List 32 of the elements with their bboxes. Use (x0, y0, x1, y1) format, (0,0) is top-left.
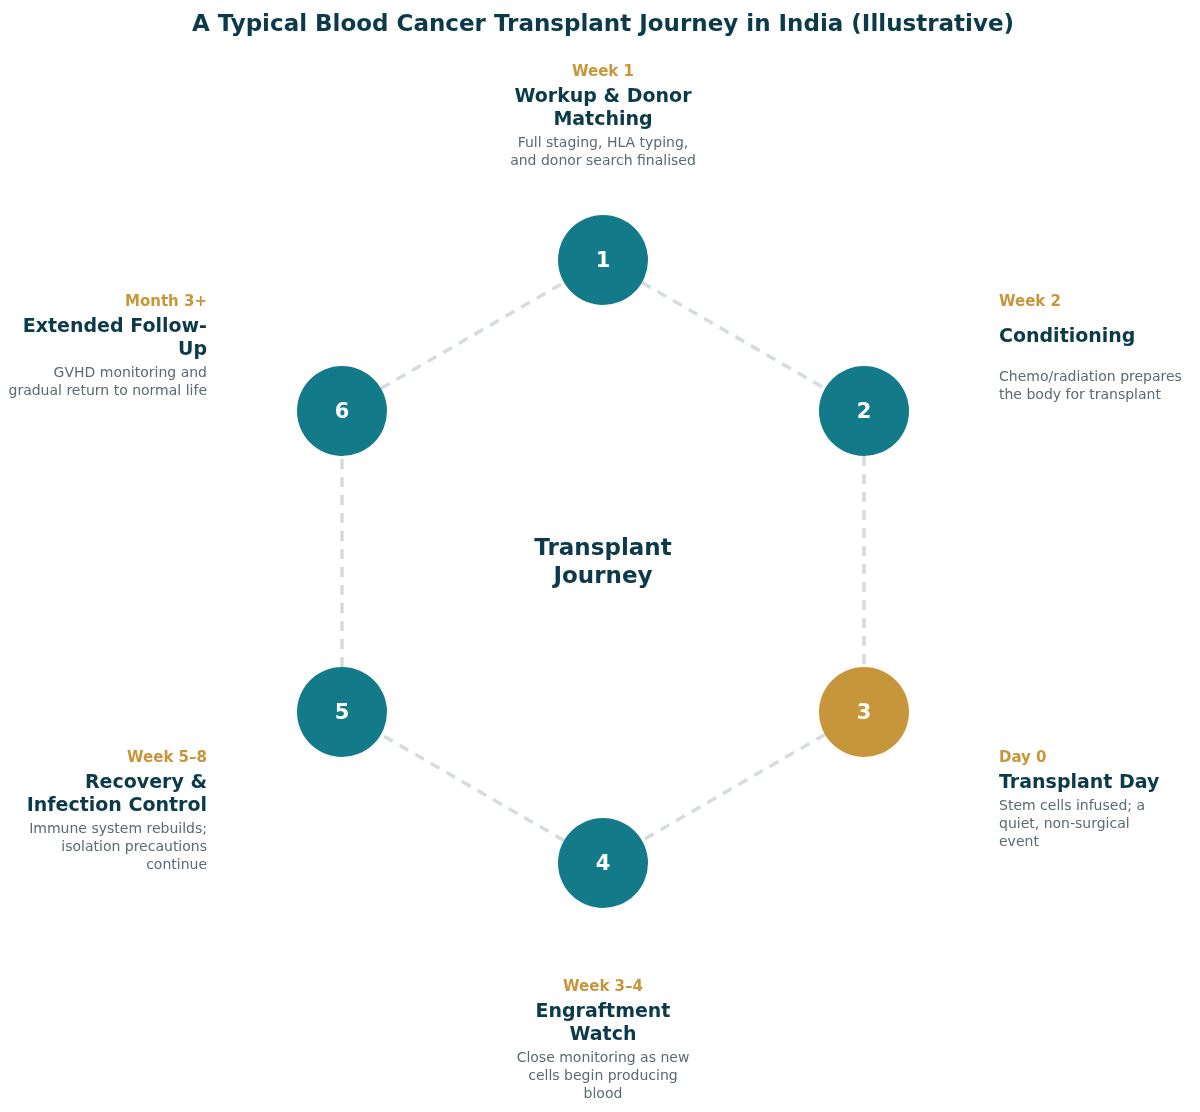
timeframe-label: Week 2 (999, 292, 1062, 310)
timeframe-label: Week 5–8 (126, 748, 207, 766)
timeframe-label: Week 3–4 (562, 977, 644, 995)
dashed-connector (380, 281, 565, 390)
step-description: Stem cells infused; a quiet, non-surgical event (999, 796, 1146, 850)
step-number: 2 (856, 399, 872, 423)
dashed-connector (641, 733, 826, 842)
step-description: Chemo/radiation prepares the body for transplant (999, 367, 1183, 403)
step-title: Transplant Day (999, 770, 1161, 793)
step-title: Recovery & Infection Control (25, 770, 207, 816)
step-number: 3 (856, 700, 872, 724)
center-label: Transplant Journey (533, 533, 673, 589)
step-description: Full staging, HLA typing, and donor search finalised (509, 133, 697, 169)
timeframe-label: Month 3+ (124, 292, 207, 310)
dashed-connector (641, 281, 826, 390)
diagram-title: A Typical Blood Cancer Transplant Journey in India (Illustrative) (190, 10, 1016, 36)
step-description: Close monitoring as new cells begin producing blood (515, 1048, 691, 1102)
timeframe-label: Day 0 (999, 748, 1048, 766)
step-number: 5 (334, 700, 350, 724)
step-number: 1 (595, 248, 611, 272)
step-description: Immune system rebuilds; isolation precautions continue (28, 819, 207, 873)
step-number: 4 (595, 851, 611, 875)
dashed-connector (862, 456, 866, 667)
dashed-connector (380, 733, 565, 842)
step-title: Extended Follow-Up (21, 314, 207, 360)
step-title: Engraftment Watch (534, 999, 672, 1045)
timeframe-label: Week 1 (571, 62, 635, 80)
step-number: 6 (334, 399, 350, 423)
step-title: Workup & Donor Matching (513, 84, 693, 130)
step-title: Conditioning (999, 324, 1137, 347)
step-description: GVHD monitoring and gradual return to normal life (7, 363, 207, 399)
dashed-connector (340, 456, 344, 667)
